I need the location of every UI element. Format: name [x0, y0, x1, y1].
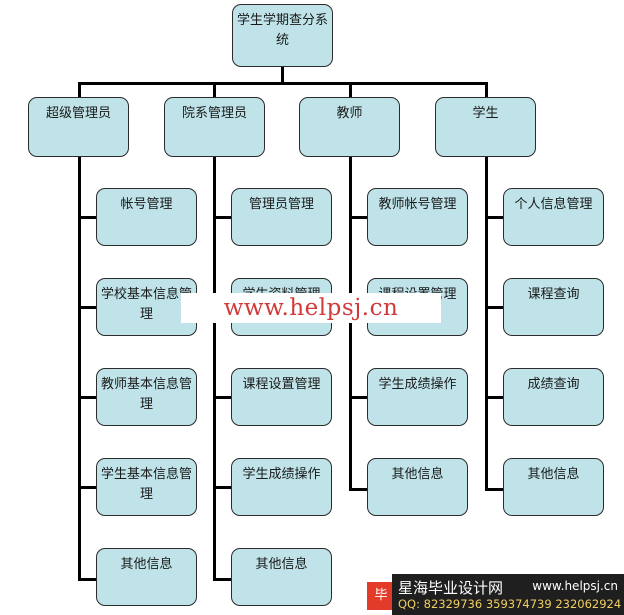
col4-spine-line [485, 156, 488, 491]
banner-site-name: 星海毕业设计网 [398, 579, 504, 597]
leaf-label: 管理员管理 [248, 197, 314, 212]
col4-branch-1 [485, 216, 504, 219]
leaf-node-admin-management: 管理员管理 [231, 188, 332, 246]
root-line-2: 统 [275, 33, 289, 48]
leaf-label: 其他信息 [527, 467, 580, 482]
leaf-node-student-info: 学生基本信息管 理 [96, 458, 197, 516]
col2-branch-3 [213, 396, 232, 399]
leaf-label: 其他信息 [120, 557, 173, 572]
role-label: 院系管理员 [181, 106, 247, 121]
role-node-dept-admin: 院系管理员 [164, 97, 265, 157]
leaf-label: 帐号管理 [120, 197, 173, 212]
role-drop-line-4 [485, 82, 488, 98]
leaf-node-teacher-accounts: 教师帐号管理 [367, 188, 468, 246]
col1-branch-5 [78, 578, 97, 581]
leaf-label: 其他信息 [255, 557, 308, 572]
leaf-node-school-info: 学校基本信息管 理 [96, 278, 197, 336]
leaf-node-other-info: 其他信息 [367, 458, 468, 516]
leaf-label: 个人信息管理 [514, 197, 593, 212]
role-drop-line-3 [349, 82, 352, 98]
leaf-label: 课程查询 [527, 287, 580, 302]
col2-branch-4 [213, 486, 232, 489]
leaf-label: 成绩查询 [527, 377, 580, 392]
col1-branch-3 [78, 396, 97, 399]
banner-tag: 毕 [367, 582, 395, 610]
col3-spine-line [349, 156, 352, 491]
banner-url[interactable]: www.helpsj.cn [532, 579, 618, 593]
role-drop-line-2 [213, 82, 216, 98]
leaf-label-line-2: 理 [139, 307, 153, 322]
leaf-node-grade-operations: 学生成绩操作 [367, 368, 468, 426]
col3-branch-4 [349, 488, 368, 491]
col1-spine-line [78, 156, 81, 581]
leaf-label-line-2: 理 [139, 487, 153, 502]
role-node-super-admin: 超级管理员 [28, 97, 129, 157]
role-bus-line [78, 82, 488, 85]
col2-branch-1 [213, 216, 232, 219]
leaf-label-line-1: 学校基本信息管 [101, 287, 193, 302]
leaf-label-line-2: 理 [139, 397, 153, 412]
site-banner[interactable]: 星海毕业设计网 www.helpsj.cn QQ: 82329736 35937… [392, 574, 624, 615]
banner-qq-numbers: QQ: 82329736 359374739 232062924 [398, 597, 622, 611]
leaf-label: 其他信息 [391, 467, 444, 482]
leaf-node-grade-query: 成绩查询 [503, 368, 604, 426]
col4-branch-3 [485, 396, 504, 399]
leaf-node-teacher-info: 教师基本信息管 理 [96, 368, 197, 426]
col4-branch-2 [485, 306, 504, 309]
leaf-node-other-info: 其他信息 [96, 548, 197, 606]
root-trunk-line [281, 67, 284, 83]
leaf-node-course-query: 课程查询 [503, 278, 604, 336]
role-node-teacher: 教师 [299, 97, 400, 157]
col3-branch-1 [349, 216, 368, 219]
leaf-node-grade-operations: 学生成绩操作 [231, 458, 332, 516]
root-node: 学生学期查分系 统 [232, 4, 333, 67]
role-label: 超级管理员 [45, 106, 111, 121]
col2-spine-line [213, 156, 216, 581]
col1-branch-2 [78, 306, 97, 309]
leaf-label-line-1: 教师基本信息管 [101, 377, 193, 392]
leaf-label: 学生成绩操作 [378, 377, 457, 392]
leaf-node-other-info: 其他信息 [231, 548, 332, 606]
col3-branch-3 [349, 396, 368, 399]
leaf-label: 教师帐号管理 [378, 197, 457, 212]
role-label: 教师 [336, 106, 363, 121]
role-label: 学生 [472, 106, 499, 121]
leaf-label-line-1: 学生基本信息管 [101, 467, 193, 482]
leaf-node-account-management: 帐号管理 [96, 188, 197, 246]
leaf-node-other-info: 其他信息 [503, 458, 604, 516]
col4-branch-4 [485, 488, 504, 491]
role-node-student: 学生 [435, 97, 536, 157]
leaf-label: 课程设置管理 [242, 377, 321, 392]
col1-branch-1 [78, 216, 97, 219]
col1-branch-4 [78, 486, 97, 489]
watermark-text: www.helpsj.cn [181, 293, 441, 323]
role-drop-line-1 [78, 82, 81, 98]
leaf-node-personal-info: 个人信息管理 [503, 188, 604, 246]
root-line-1: 学生学期查分系 [237, 13, 329, 28]
leaf-node-course-settings: 课程设置管理 [231, 368, 332, 426]
col2-branch-5 [213, 578, 232, 581]
leaf-label: 学生成绩操作 [242, 467, 321, 482]
